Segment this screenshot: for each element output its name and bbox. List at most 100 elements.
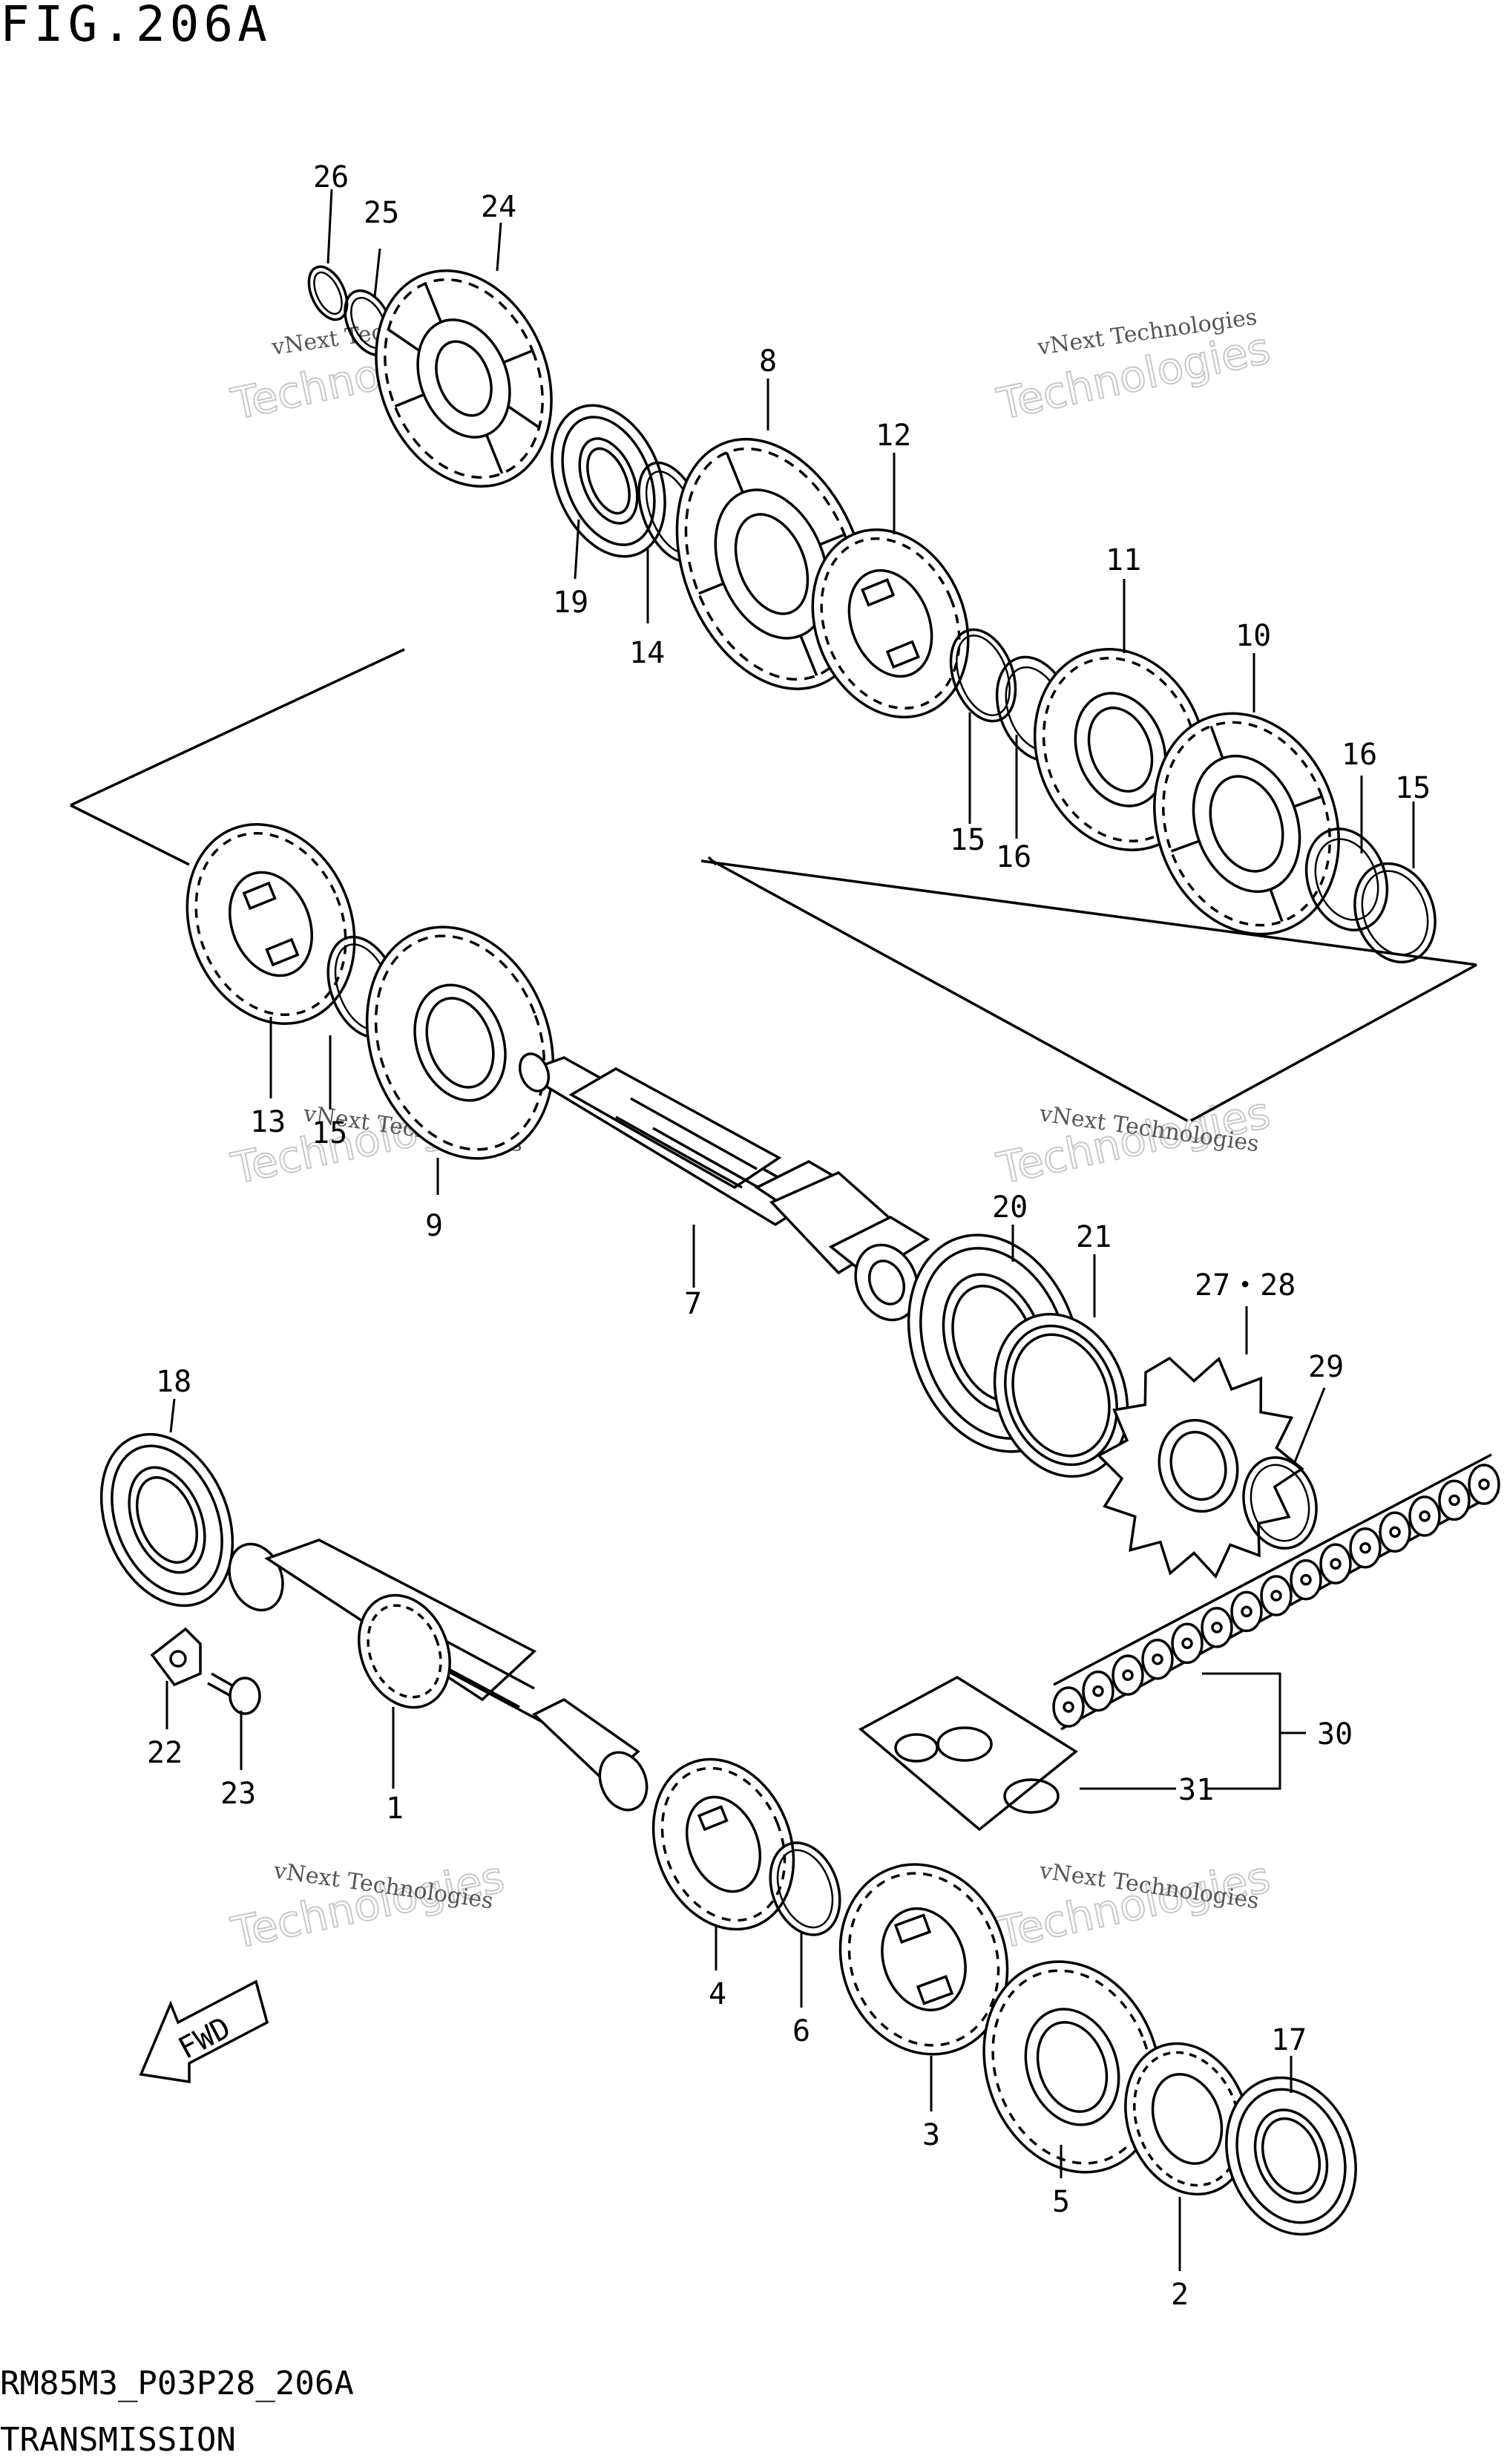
part-30-drive-chain	[1052, 1453, 1500, 1731]
chain-roller	[1141, 1638, 1174, 1680]
part-27-28-sprocket	[1096, 1356, 1304, 1579]
part-26-circlip	[307, 265, 349, 321]
callout-15-right: 15	[1395, 771, 1431, 805]
callout-23: 23	[220, 1777, 256, 1811]
part-24-gear	[375, 269, 553, 488]
section-title: TRANSMISSION	[0, 2421, 236, 2459]
callout-14: 14	[629, 636, 665, 670]
chain-roller	[1082, 1670, 1114, 1712]
callout-11: 11	[1106, 543, 1141, 577]
callout-30: 30	[1317, 1717, 1353, 1752]
callout-20: 20	[992, 1190, 1028, 1225]
chain-roller	[1171, 1622, 1204, 1665]
watermark-top-right: Technologies vNext Technologies	[992, 304, 1275, 430]
callout-4: 4	[709, 1977, 726, 2011]
callout-26: 26	[313, 160, 349, 194]
callout-12: 12	[876, 419, 911, 453]
chain-pin	[1241, 1605, 1252, 1618]
callout-13: 13	[250, 1105, 286, 1139]
chain-roller	[1112, 1654, 1144, 1696]
chain-roller	[1230, 1590, 1263, 1633]
callout-31: 31	[1178, 1773, 1214, 1807]
callout-15-left: 15	[312, 1116, 347, 1150]
callout-27-28: 27・28	[1195, 1268, 1296, 1303]
chain-pin	[1122, 1669, 1134, 1681]
callout-25: 25	[364, 196, 399, 230]
part-17-bearing	[1225, 2076, 1357, 2236]
part-18-bearing	[99, 1432, 234, 1608]
callout-16-lower: 16	[1342, 738, 1377, 772]
callout-6: 6	[792, 2014, 810, 2048]
callout-17: 17	[1271, 2023, 1307, 2057]
part-31-joint-set	[858, 1675, 1079, 1832]
callout-18: 18	[156, 1365, 191, 1399]
shaft-assembly-outline-diag	[712, 859, 1188, 1122]
fwd-arrow-icon: FWD	[139, 1979, 269, 2084]
chain-pin	[1330, 1558, 1342, 1570]
part-29-circlip	[1242, 1456, 1318, 1550]
callout-2: 2	[1171, 2278, 1189, 2312]
part-21-oil-seal	[993, 1312, 1129, 1478]
chain-pin	[1270, 1590, 1282, 1602]
callout-21: 21	[1076, 1220, 1112, 1254]
chain-roller	[1052, 1686, 1085, 1728]
part-5-gear	[982, 1960, 1162, 2174]
part-23-screw	[207, 1672, 261, 1715]
callout-5: 5	[1052, 2185, 1070, 2219]
callout-7: 7	[684, 1287, 702, 1321]
shaft-assembly-outline	[70, 648, 1477, 1122]
part-6-circlip	[769, 1841, 841, 1936]
chain-pin	[1181, 1637, 1193, 1650]
chain-pin	[1448, 1494, 1460, 1507]
callout-numbers: 26 25 24 8 19 14 12 11 10 15 16 16 15 13…	[147, 160, 1431, 2312]
chain-roller	[1408, 1495, 1441, 1537]
watermark-bottom-right: Technologies vNext Technologies	[992, 1851, 1275, 1959]
figure-label: FIG.206A	[0, 0, 272, 53]
callout-15-upper: 15	[950, 823, 985, 857]
chain-roller	[1438, 1479, 1471, 1521]
callout-9: 9	[425, 1209, 443, 1243]
part-16-washer-lower	[1304, 828, 1389, 931]
part-22-plate	[150, 1627, 202, 1687]
drawing-code: RM85M3_P03P28_206A	[0, 2365, 354, 2402]
chain-roller	[1349, 1527, 1382, 1569]
chain-pin	[1359, 1541, 1371, 1554]
chain-pin	[1419, 1510, 1431, 1522]
callout-24: 24	[481, 190, 516, 224]
callout-1: 1	[386, 1792, 404, 1826]
part-9-gear	[365, 925, 555, 1160]
chain-roller	[1290, 1559, 1322, 1601]
chain-roller	[1379, 1511, 1411, 1553]
leader-lines	[165, 189, 1415, 2271]
chain-pin	[1152, 1653, 1163, 1665]
callout-10: 10	[1235, 619, 1271, 653]
chain-pin	[1478, 1478, 1490, 1490]
chain-roller	[1319, 1543, 1352, 1585]
callout-29: 29	[1308, 1350, 1344, 1384]
part-10-gear	[1153, 712, 1340, 936]
callout-3: 3	[922, 2118, 940, 2152]
chain-pin	[1211, 1622, 1223, 1634]
part-12-gear	[811, 528, 970, 718]
chain-pin	[1063, 1701, 1074, 1713]
callout-19: 19	[553, 586, 588, 620]
chain-pin	[1389, 1526, 1401, 1539]
part-4-gear	[651, 1757, 795, 1931]
chain-pin	[1092, 1685, 1104, 1697]
chain-roller	[1201, 1607, 1233, 1648]
callout-22: 22	[147, 1736, 183, 1770]
callout-16-upper: 16	[996, 840, 1031, 874]
part-7-countershaft	[518, 1052, 930, 1322]
chain-pin	[1300, 1573, 1312, 1586]
watermark-mid-right: Technologies vNext Technologies	[992, 1087, 1275, 1195]
part-15-circlip-right	[1353, 862, 1437, 964]
chain-roller	[1260, 1575, 1293, 1616]
part-2-gear	[1124, 2042, 1250, 2196]
part-19-bearing	[551, 404, 666, 558]
chain-roller	[1468, 1464, 1500, 1505]
watermark-bottom-left: Technologies vNext Technologies	[226, 1851, 510, 1959]
part-3-gear	[838, 1863, 1009, 2056]
callout-8: 8	[759, 344, 777, 379]
part-13-gear	[185, 823, 356, 1025]
